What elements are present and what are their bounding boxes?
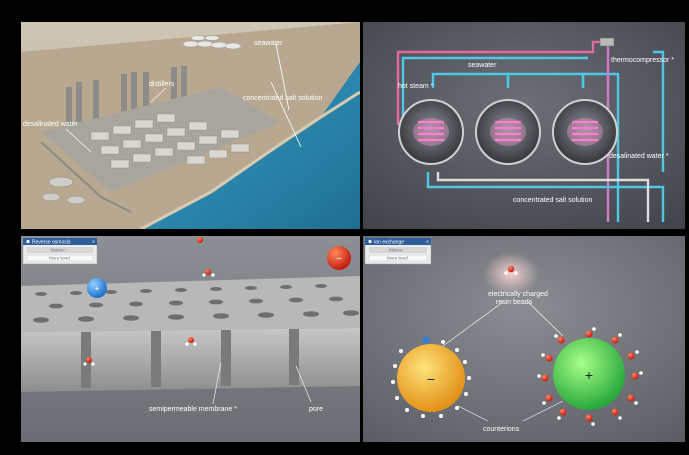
ion-exchange-panel: − + xyxy=(363,236,685,442)
label-seawater: seawater xyxy=(254,40,283,47)
svg-text:+: + xyxy=(585,367,593,383)
eye-icon[interactable] xyxy=(368,239,372,244)
control-item-motion[interactable]: Motion xyxy=(389,248,403,253)
label-desalinated-water: desalinated water xyxy=(23,121,79,128)
distillation-schematic-panel: seawater thermocompressor * hot steam * … xyxy=(363,22,685,229)
anion-icon xyxy=(327,246,351,270)
label-desalinated-water: desalinated water * xyxy=(609,153,669,160)
close-icon[interactable]: × xyxy=(426,240,429,246)
chamber-group xyxy=(398,99,618,165)
label-membrane: semipermeable membrane * xyxy=(149,406,237,413)
control-title: Reverse osmosis xyxy=(32,239,71,245)
reverse-osmosis-panel: + − Reverse osmosis × Motion More level … xyxy=(21,236,360,442)
label-beads-line1: electrically charged xyxy=(488,291,548,298)
cation-resin-bead xyxy=(553,338,625,410)
close-icon[interactable]: × xyxy=(92,240,95,246)
control-item-motion[interactable]: Motion xyxy=(51,248,65,253)
label-hot-steam: hot steam * xyxy=(398,83,434,90)
svg-text:+: + xyxy=(95,284,100,293)
label-concentrated-salt: concentrated salt solution xyxy=(513,197,592,204)
control-item-more-level[interactable]: More level xyxy=(49,256,70,261)
eye-icon[interactable] xyxy=(26,239,30,244)
label-seawater: seawater xyxy=(468,62,497,69)
label-thermocompressor: thermocompressor * xyxy=(611,57,674,64)
svg-text:−: − xyxy=(336,254,342,265)
thermocompressor-icon xyxy=(599,37,615,47)
label-concentrated-salt: concentrated salt solution xyxy=(243,95,322,102)
label-distillers: distillers xyxy=(149,81,175,88)
label-counterions: counterions xyxy=(483,426,520,433)
cation-icon xyxy=(87,278,107,298)
anion-resin-bead xyxy=(397,344,465,412)
label-beads-line2: resin beads xyxy=(496,299,533,306)
label-pore: pore xyxy=(309,406,323,413)
control-title: Ion exchange xyxy=(374,239,404,245)
svg-text:−: − xyxy=(427,371,435,387)
control-item-more-level[interactable]: More level xyxy=(387,256,408,261)
desalination-plant-panel: seawater distillers desalinated water co… xyxy=(21,22,360,229)
